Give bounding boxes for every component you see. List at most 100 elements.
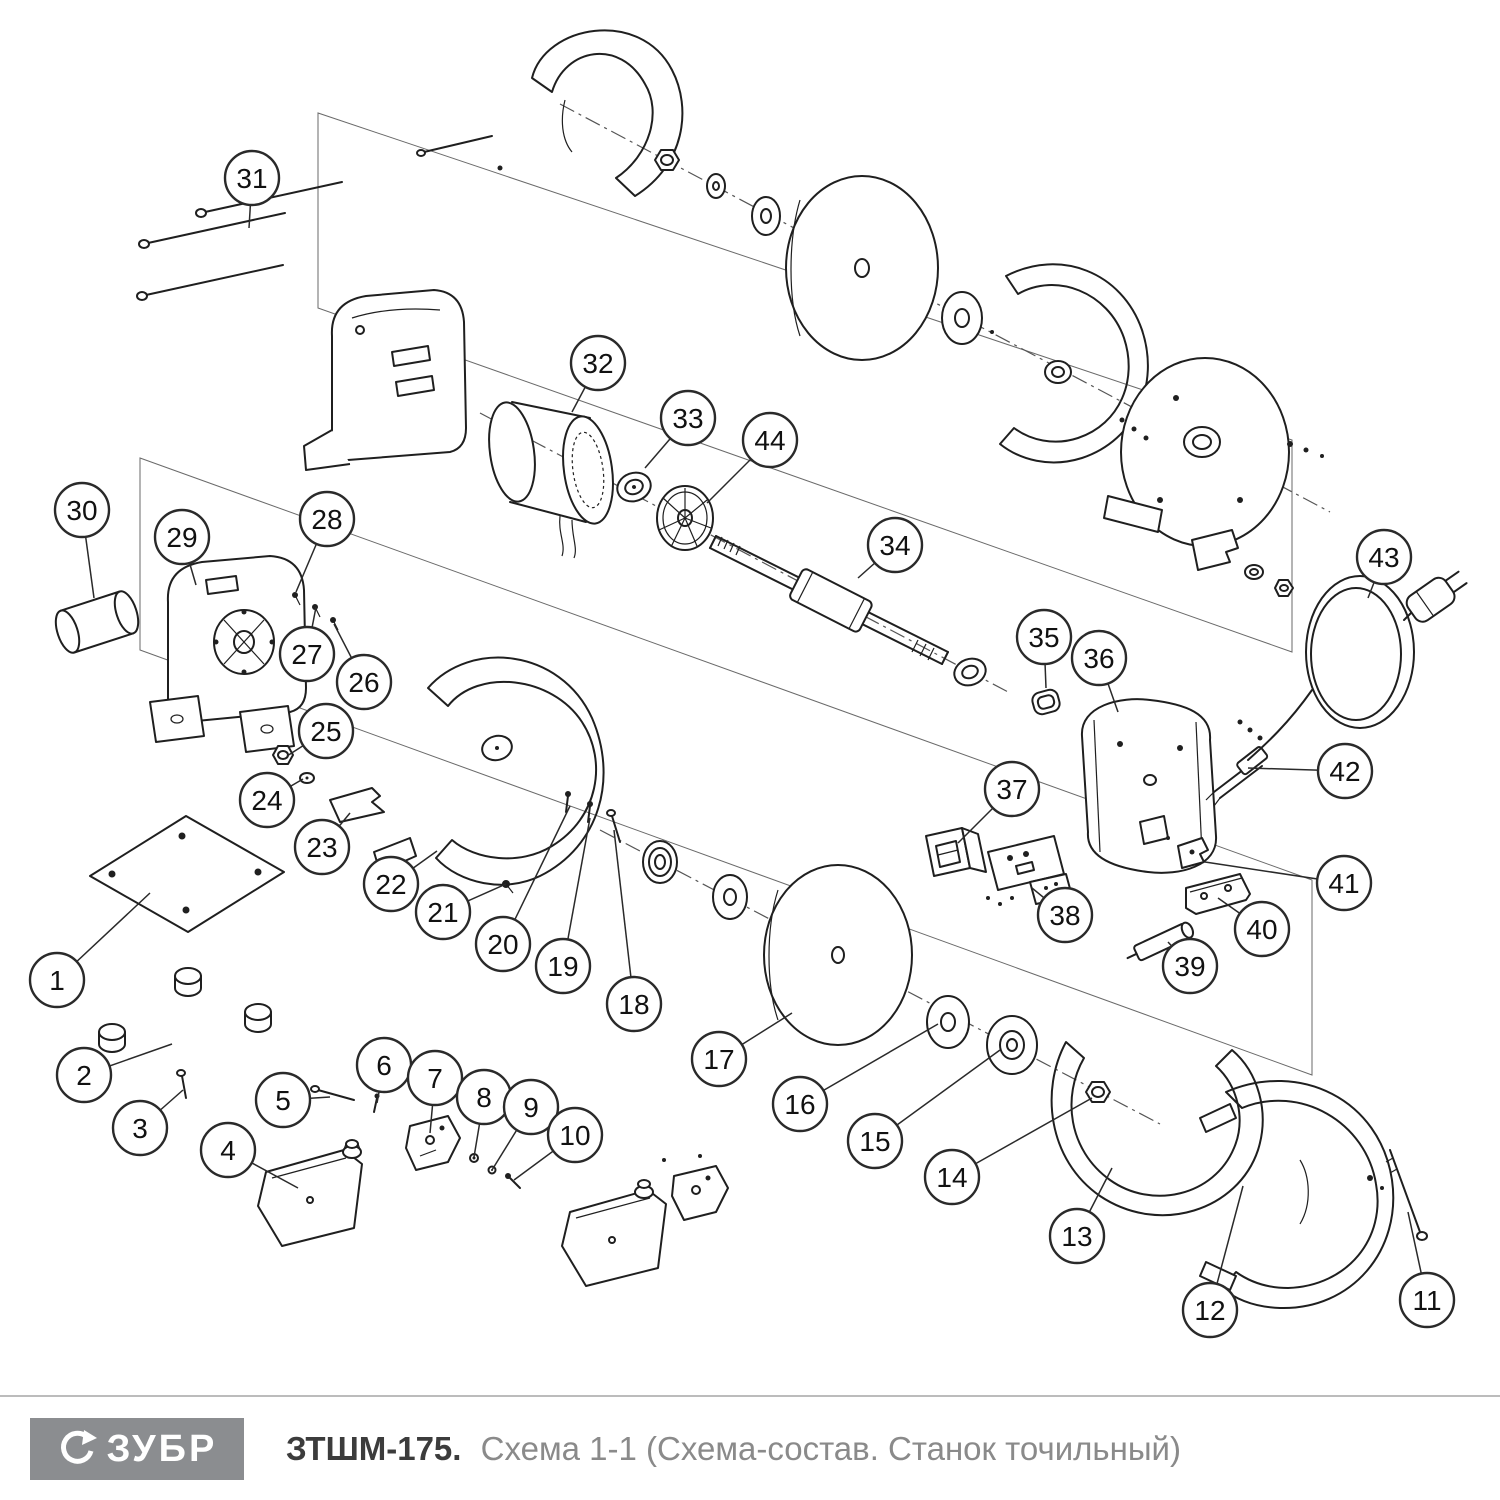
callout-25: 25 [286, 702, 355, 760]
callout-1: 1 [28, 892, 151, 1009]
svg-text:43: 43 [1368, 542, 1399, 573]
svg-text:31: 31 [236, 163, 267, 194]
footer-divider [0, 1395, 1500, 1397]
callout-11: 11 [1398, 1211, 1456, 1329]
svg-text:8: 8 [476, 1082, 492, 1113]
part-washer-24 [299, 772, 315, 784]
svg-text:14: 14 [936, 1162, 967, 1193]
callout-3: 3 [111, 1089, 184, 1157]
callout-29: 29 [153, 508, 211, 586]
callout-44: 44 [706, 411, 799, 504]
part-screws-18-21 [502, 791, 621, 894]
part-bracket-right [662, 1154, 729, 1221]
callout-20: 20 [474, 805, 571, 973]
part-washer-top2 [941, 291, 994, 345]
callout-30: 30 [53, 481, 111, 599]
callout-41: 41 [1204, 854, 1373, 912]
callout-8: 8 [455, 1068, 513, 1158]
callout-37: 37 [957, 760, 1041, 844]
callout-33: 33 [644, 389, 717, 469]
part-guard-backplate-right [1103, 357, 1290, 571]
callout-32: 32 [569, 334, 627, 413]
callout-35: 35 [1015, 608, 1073, 689]
part-screw-11 [1385, 1149, 1428, 1241]
svg-text:38: 38 [1049, 900, 1080, 931]
part-guard-22 [373, 656, 605, 886]
svg-text:33: 33 [672, 403, 703, 434]
svg-text:11: 11 [1412, 1285, 1441, 1316]
part-gasket-35 [1031, 688, 1061, 716]
svg-text:9: 9 [523, 1092, 539, 1123]
callout-16: 16 [771, 1023, 939, 1133]
svg-text:28: 28 [311, 504, 342, 535]
exploded-diagram: 1234567891011121314151617181920212223242… [28, 29, 1468, 1339]
svg-text:18: 18 [618, 989, 649, 1020]
callout-12: 12 [1181, 1185, 1244, 1339]
part-grinding-wheel-top [785, 175, 939, 361]
callout-13: 13 [1048, 1167, 1113, 1265]
svg-text:37: 37 [996, 774, 1027, 805]
svg-text:22: 22 [375, 869, 406, 900]
callout-27: 27 [278, 606, 336, 683]
callout-42: 42 [1247, 742, 1374, 800]
part-inner-guard-right [999, 263, 1149, 464]
callout-17: 17 [690, 1012, 793, 1088]
svg-text:35: 35 [1028, 622, 1059, 653]
part-washer-16 [926, 995, 970, 1049]
svg-text:20: 20 [487, 929, 518, 960]
zubr-logo: ЗУБР [30, 1417, 244, 1480]
callout-26: 26 [333, 623, 393, 711]
svg-text:36: 36 [1083, 643, 1114, 674]
callout-43: 43 [1355, 528, 1413, 599]
callout-14: 14 [923, 1097, 1093, 1206]
callout-18: 18 [605, 829, 663, 1033]
part-stud-39 [1126, 921, 1195, 962]
part-hardware-8-10 [469, 1153, 521, 1189]
part-capacitor-30 [54, 590, 140, 654]
callout-5: 5 [254, 1071, 331, 1129]
brand-name: ЗУБР [106, 1427, 218, 1470]
svg-text:4: 4 [220, 1135, 236, 1166]
part-nut-14 [1085, 1081, 1111, 1103]
part-screw-5 [310, 1085, 355, 1101]
svg-text:3: 3 [132, 1113, 148, 1144]
part-screws-31 [136, 135, 503, 301]
footer: ЗУБР ЗТШМ-175. Схема 1-1 (Схема-состав. … [0, 1397, 1500, 1500]
part-bracket-23 [329, 787, 385, 823]
svg-text:7: 7 [427, 1063, 443, 1094]
part-guard-13 [1050, 1041, 1264, 1217]
part-feet-2 [98, 967, 272, 1053]
callout-10: 10 [513, 1106, 604, 1181]
part-grinding-wheel-17 [763, 864, 913, 1046]
callout-40: 40 [1217, 897, 1291, 958]
svg-text:25: 25 [310, 716, 341, 747]
svg-text:42: 42 [1329, 756, 1360, 787]
part-washers-top [706, 173, 781, 236]
diagram-subtitle: Схема 1-1 (Схема-состав. Станок точильны… [480, 1429, 1181, 1467]
part-motor-housing-right [303, 289, 467, 471]
svg-text:23: 23 [306, 832, 337, 863]
svg-text:44: 44 [754, 425, 785, 456]
part-grommet-42 [1205, 719, 1269, 807]
zubr-logo-icon [60, 1429, 97, 1464]
callout-24: 24 [238, 771, 304, 829]
callout-6: 6 [355, 1036, 413, 1104]
svg-text:29: 29 [166, 522, 197, 553]
svg-text:5: 5 [275, 1085, 291, 1116]
callout-38: 38 [1031, 886, 1094, 944]
part-bearing-33 [616, 471, 652, 503]
svg-text:41: 41 [1328, 868, 1359, 899]
callout-39: 39 [1161, 937, 1219, 995]
svg-text:10: 10 [559, 1120, 590, 1151]
part-hardware-right-top [1119, 417, 1324, 597]
svg-text:17: 17 [703, 1044, 734, 1075]
callout-36: 36 [1070, 629, 1128, 713]
callout-23: 23 [293, 812, 351, 876]
callout-19: 19 [534, 817, 592, 995]
part-clamp-41 [1166, 836, 1209, 869]
callout-9: 9 [491, 1078, 560, 1171]
svg-text:24: 24 [251, 785, 282, 816]
part-bracket-36 [1080, 698, 1218, 874]
diagram-caption: ЗТШМ-175. Схема 1-1 (Схема-состав. Стано… [286, 1430, 1181, 1468]
